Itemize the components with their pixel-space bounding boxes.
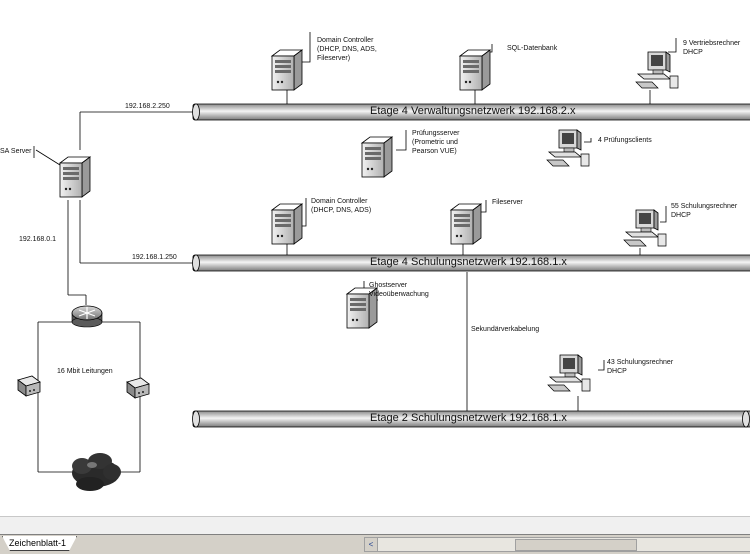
scrollbar-thumb[interactable] (515, 539, 637, 551)
domain-controller-2-label: Domain Controller (DHCP, DNS, ADS) (311, 197, 371, 215)
sales-workstation-icon (636, 52, 678, 88)
secondary-cabling-label: Sekundärverkabelung (471, 325, 539, 334)
router-icon (72, 306, 102, 327)
fileserver-icon (451, 204, 481, 244)
ip-label-0-1: 192.168.0.1 (19, 235, 56, 244)
exam-server-icon (362, 137, 392, 177)
network-diagram-canvas: Domain Controller (DHCP, DNS, ADS, Files… (0, 0, 750, 516)
training-55-workstation-icon (624, 210, 666, 246)
sales-workstations-label: 9 Vertriebsrechner DHCP (683, 39, 740, 57)
isa-server-label: SA Server (0, 147, 32, 156)
network-schulung-2-label: Etage 2 Schulungsnetzwerk 192.168.1.x (370, 412, 567, 424)
modem-left-icon (18, 376, 40, 396)
canvas-bottom-margin (0, 516, 750, 535)
fileserver-label: Fileserver (492, 198, 523, 207)
domain-controller-2-server-icon (272, 204, 302, 244)
exam-server-label: Prüfungsserver (Prometric und Pearson VU… (412, 129, 459, 156)
sheet-tab-bar: Zeichenblatt-1 < (0, 534, 750, 554)
sql-database-label: SQL-Datenbank (507, 44, 557, 53)
exam-clients-label: 4 Prüfungsclients (598, 136, 652, 145)
scroll-left-button[interactable]: < (365, 538, 378, 551)
training-55-label: 55 Schulungsrechner DHCP (671, 202, 737, 220)
sql-database-server-icon (460, 50, 490, 90)
ghostserver-label: Ghostserver Videoüberwachung (369, 281, 429, 299)
network-verwaltung-label: Etage 4 Verwaltungsnetzwerk 192.168.2.x (370, 105, 575, 117)
network-schulung-4-label: Etage 4 Schulungsnetzwerk 192.168.1.x (370, 256, 567, 268)
modem-right-icon (127, 378, 149, 398)
mbit-lines-label: 16 Mbit Leitungen (57, 367, 113, 376)
ip-label-2-250: 192.168.2.250 (125, 102, 170, 111)
training-43-workstation-icon (548, 355, 590, 391)
domain-controller-1-label: Domain Controller (DHCP, DNS, ADS, Files… (317, 36, 377, 63)
training-43-label: 43 Schulungsrechner DHCP (607, 358, 673, 376)
sheet-tab[interactable]: Zeichenblatt-1 (2, 536, 77, 551)
exam-clients-workstation-icon (547, 130, 589, 166)
isa-server-icon (60, 157, 90, 197)
connection-lines (34, 32, 676, 472)
horizontal-scrollbar[interactable]: < (364, 537, 750, 552)
domain-controller-1-server-icon (272, 50, 302, 90)
ip-label-1-250: 192.168.1.250 (132, 253, 177, 262)
internet-cloud-icon (72, 453, 121, 491)
